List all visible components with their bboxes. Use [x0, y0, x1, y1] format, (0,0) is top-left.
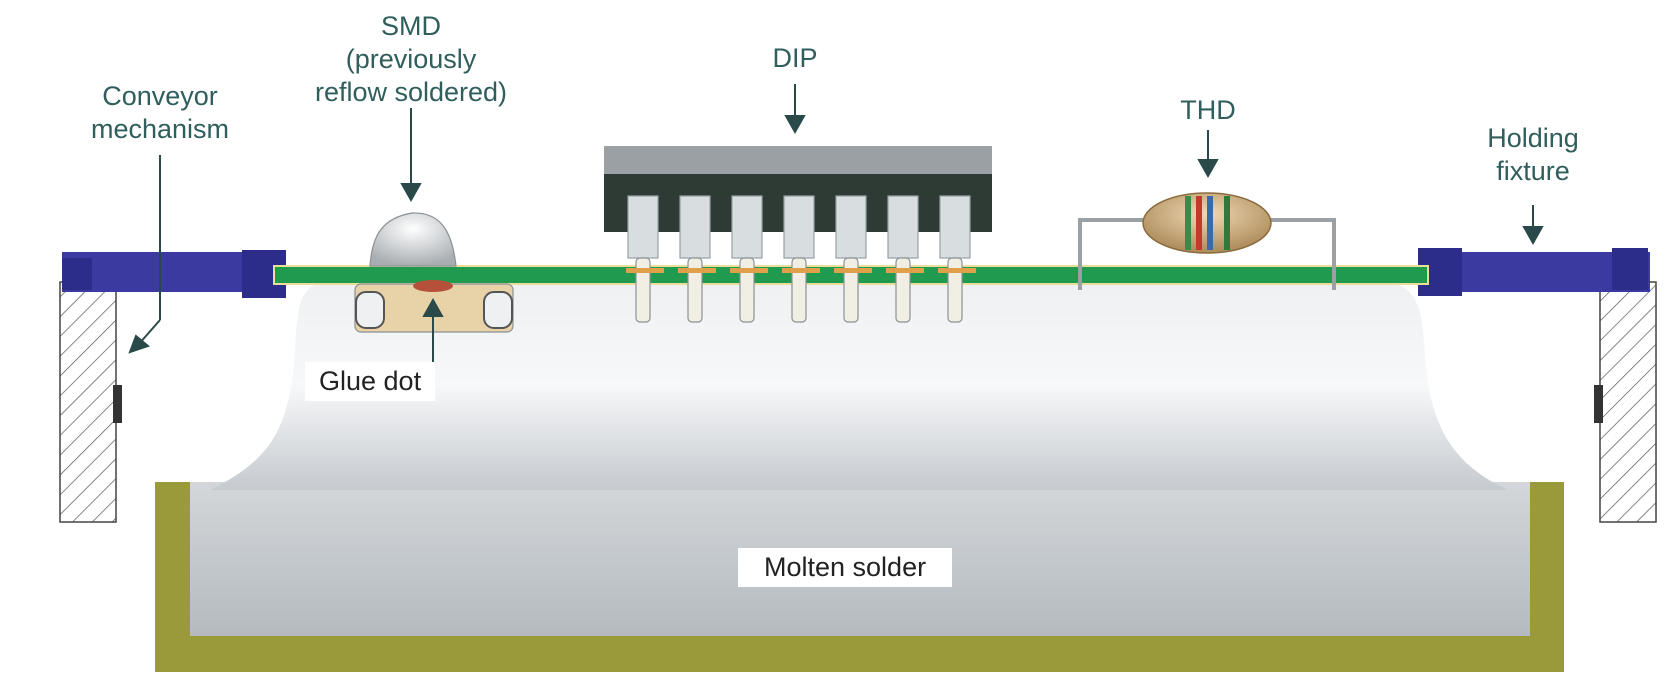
conveyor-post-left — [59, 281, 122, 523]
label-dip: DIP — [745, 42, 845, 75]
label-glue-dot: Glue dot — [305, 362, 436, 401]
dip-component — [604, 146, 992, 323]
label-smd-line2: (previously — [345, 44, 477, 74]
conveyor-rail-left — [62, 250, 286, 298]
label-thd: THD — [1158, 94, 1258, 127]
holding-fixture-right — [1418, 248, 1650, 296]
label-conveyor-line1: Conveyor — [102, 81, 218, 111]
annotation-arrows — [128, 84, 1544, 366]
solder-tray — [155, 482, 1564, 672]
label-conveyor-mechanism: Conveyor mechanism — [80, 80, 240, 146]
label-smd-line3: reflow soldered) — [314, 77, 508, 107]
label-molten-solder: Molten solder — [738, 548, 953, 587]
label-conveyor-line2: mechanism — [90, 114, 230, 144]
thd-resistor — [1078, 192, 1336, 290]
label-holding-line1: Holding — [1487, 123, 1579, 153]
conveyor-post-right — [1594, 281, 1657, 523]
label-dip-text: DIP — [772, 43, 818, 73]
solder-wave — [210, 280, 1508, 490]
label-smd: SMD (previously reflow soldered) — [296, 10, 526, 109]
label-holding-line2: fixture — [1496, 156, 1570, 186]
label-holding-fixture: Holding fixture — [1473, 122, 1593, 188]
label-smd-line1: SMD — [381, 11, 441, 41]
label-thd-text: THD — [1180, 95, 1236, 125]
